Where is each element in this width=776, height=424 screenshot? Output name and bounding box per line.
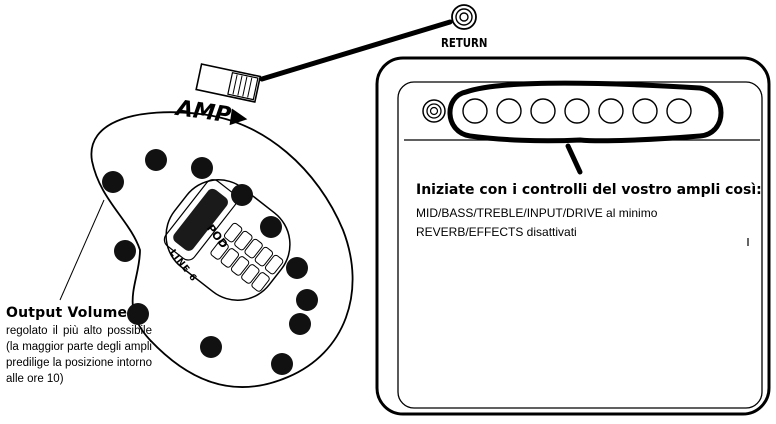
return-label: RETURN xyxy=(441,36,488,50)
pod-knob xyxy=(271,353,293,375)
return-cable xyxy=(259,19,453,82)
pod-buttons xyxy=(210,222,284,292)
amp-outline xyxy=(375,56,771,416)
amp-knob xyxy=(496,98,522,124)
output-volume-title: Output Volume xyxy=(6,305,128,321)
pod-button xyxy=(241,264,260,284)
pod-knob xyxy=(102,171,124,193)
amp-knob xyxy=(598,98,624,124)
pod-button xyxy=(234,230,253,251)
pod-display xyxy=(163,179,238,261)
output-volume-pointer xyxy=(59,199,105,301)
pod-knob xyxy=(231,184,253,206)
pod-center-panel xyxy=(163,179,291,301)
pod-knob xyxy=(260,216,282,238)
pod-button xyxy=(254,246,274,267)
pod-button xyxy=(230,256,250,276)
pod-knob xyxy=(127,303,149,325)
highlight-pointer xyxy=(565,143,583,175)
amp-knobs xyxy=(462,98,692,124)
amp-inner-outline xyxy=(397,81,763,409)
pod-button xyxy=(210,240,229,260)
pod-unit xyxy=(90,111,354,388)
pod-button xyxy=(251,272,270,292)
pod-button xyxy=(244,238,263,259)
amp-instructions-line2: REVERB/EFFECTS disattivati xyxy=(416,225,577,239)
knobs-highlight-loop xyxy=(447,80,724,144)
amp-knob xyxy=(632,98,658,124)
amp-switch xyxy=(195,63,262,103)
pod-knob xyxy=(289,313,311,335)
pod-knob xyxy=(200,336,222,358)
pod-knob xyxy=(191,157,213,179)
amp-switch-slider xyxy=(227,71,259,101)
pod-button xyxy=(220,248,240,268)
return-jack xyxy=(451,4,477,30)
amp-knob xyxy=(462,98,488,124)
pod-button xyxy=(264,254,284,275)
amp-instructions-line1: MID/BASS/TREBLE/INPUT/DRIVE al minimo xyxy=(416,206,658,220)
pod-button xyxy=(223,222,243,243)
pod-body xyxy=(90,111,354,388)
guitar-amplifier xyxy=(375,56,771,416)
amp-knob xyxy=(530,98,556,124)
amp-instructions-heading: Iniziate con i controlli del vostro ampl… xyxy=(416,182,762,198)
pod-knob xyxy=(286,257,308,279)
amp-input-jack xyxy=(422,99,446,123)
pod-knob xyxy=(114,240,136,262)
pod-knob xyxy=(296,289,318,311)
output-volume-description: regolato il più alto possibile (la maggi… xyxy=(6,325,152,385)
amp-knob xyxy=(564,98,590,124)
pod-knobs xyxy=(102,149,318,375)
amp-knob xyxy=(666,98,692,124)
pod-knob xyxy=(145,149,167,171)
